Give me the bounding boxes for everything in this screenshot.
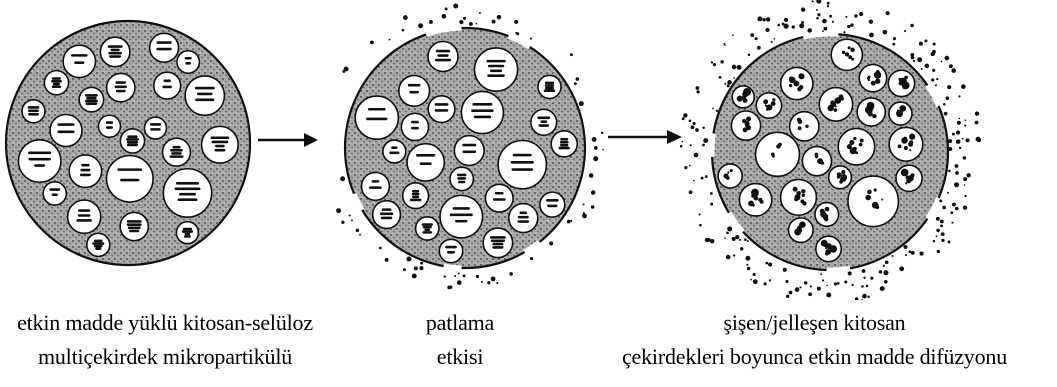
core-particle <box>355 96 398 139</box>
core-particle <box>361 172 389 200</box>
core-particle <box>848 176 898 226</box>
core-particle <box>120 129 144 153</box>
caption-loaded-line1: etkin madde yüklü kitosan-selüloz <box>0 306 330 340</box>
core-particle <box>551 131 577 157</box>
core-particle <box>63 45 95 77</box>
core-particle <box>373 201 401 229</box>
core-particle <box>829 166 852 189</box>
core-particle <box>538 75 561 98</box>
core-particle <box>781 179 817 215</box>
core-particle <box>440 195 483 238</box>
core-particle <box>802 147 831 176</box>
multicore-microparticle-release-diagram <box>0 0 1057 300</box>
core-particle <box>461 91 503 133</box>
core-particle <box>439 239 462 262</box>
core-particle <box>163 138 191 166</box>
core-particle <box>69 155 101 187</box>
core-particle <box>399 75 430 106</box>
core-particle <box>474 48 517 91</box>
caption-loaded-line2: multiçekirdek mikropartikülü <box>0 340 330 374</box>
core-particle <box>176 222 198 244</box>
core-particle <box>483 228 512 257</box>
core-particle <box>531 109 557 135</box>
core-particle <box>144 117 166 139</box>
core-particle <box>816 236 841 261</box>
core-particle <box>107 156 154 203</box>
core-particle <box>498 140 546 188</box>
core-particle <box>416 217 439 240</box>
core-particle <box>485 184 513 212</box>
core-particle <box>401 113 428 140</box>
core-particle <box>718 164 742 188</box>
core-particle <box>87 233 110 256</box>
core-particle <box>756 93 781 118</box>
caption-burst-line2: etkisi <box>400 340 520 374</box>
core-particle <box>68 200 101 233</box>
caption-loaded: etkin madde yüklü kitosan-selüloz multiç… <box>0 306 330 374</box>
core-particle <box>383 140 406 163</box>
core-particle <box>540 192 565 217</box>
core-particle <box>755 132 799 176</box>
core-particle <box>43 182 66 205</box>
core-particle <box>857 98 885 126</box>
core-particle <box>819 88 852 121</box>
microparticle-swelling <box>680 0 981 300</box>
caption-diffusion-line2: çekirdekleri boyunca etkin madde difüzyo… <box>572 340 1057 374</box>
arrow-1 <box>258 133 318 147</box>
caption-burst-line1: patlama <box>400 306 520 340</box>
core-particle <box>177 51 200 74</box>
core-particle <box>859 64 886 91</box>
core-particle <box>22 100 45 123</box>
core-particle <box>838 128 875 165</box>
core-particle <box>509 204 538 233</box>
caption-diffusion: şişen/jelleşen kitosan çekirdekleri boyu… <box>572 306 1057 374</box>
core-particle <box>163 169 211 217</box>
caption-diffusion-line1: şişen/jelleşen kitosan <box>572 306 1057 340</box>
arrow-2 <box>608 130 682 144</box>
core-particle <box>450 167 473 190</box>
core-particle <box>407 144 444 181</box>
core-particle <box>896 165 922 191</box>
core-particle <box>428 41 458 71</box>
core-particle <box>18 140 61 183</box>
microparticle-burst <box>336 4 604 290</box>
core-particle <box>789 218 814 243</box>
core-particle <box>44 71 68 95</box>
microparticle-loaded <box>6 21 250 265</box>
core-particle <box>185 76 224 115</box>
core-particle <box>731 111 760 140</box>
core-particle <box>202 126 239 163</box>
caption-burst: patlama etkisi <box>400 306 520 374</box>
core-particle <box>732 86 754 108</box>
core-particle <box>889 127 923 161</box>
core-particle <box>403 183 429 209</box>
core-particle <box>790 112 819 141</box>
core-particle <box>888 70 914 96</box>
core-particle <box>889 102 912 125</box>
core-particle <box>150 33 179 62</box>
core-particle <box>815 203 839 227</box>
core-particle <box>107 73 135 101</box>
core-particle <box>831 39 862 70</box>
core-particle <box>454 136 484 166</box>
core-particle <box>739 184 771 216</box>
core-particle <box>100 37 129 66</box>
core-particle <box>98 115 120 137</box>
core-particle <box>79 87 104 112</box>
core-particle <box>781 67 813 99</box>
core-particle <box>154 72 181 99</box>
core-particle <box>428 96 455 123</box>
core-particle <box>50 115 82 147</box>
core-particle <box>120 212 148 240</box>
